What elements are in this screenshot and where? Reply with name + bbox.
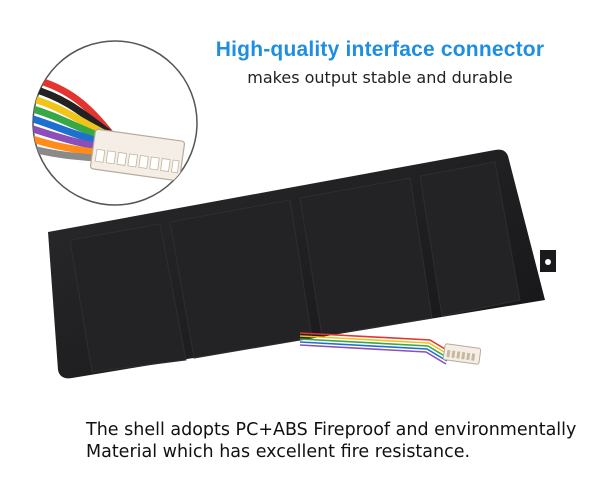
small-connector [442,343,482,365]
feature-title: High-quality interface connector [215,38,545,61]
cell-1 [69,223,187,373]
cell-2 [169,199,313,359]
caption-line-1: The shell adopts PC+ABS Fireproof and en… [86,420,577,440]
caption-line-2: Material which has excellent fire resist… [86,442,471,462]
connector-closeup-image [32,40,198,206]
cell-4 [419,161,521,317]
ribbon-cable [299,332,451,365]
battery-image [48,149,556,379]
caption-text: The shell adopts PC+ABS Fireproof and en… [86,419,596,463]
feature-subtitle: makes output stable and durable [247,68,513,87]
cell-3 [299,177,433,337]
